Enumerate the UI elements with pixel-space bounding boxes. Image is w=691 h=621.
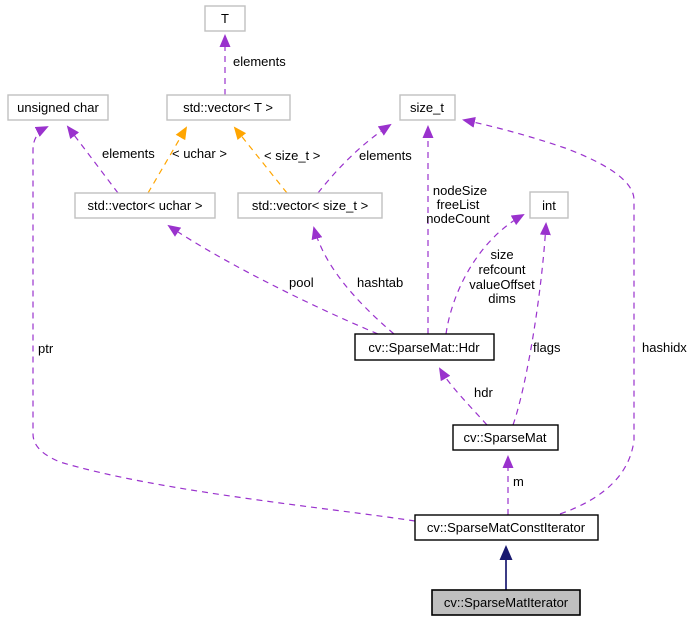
edge-elements-vectorSizeT-to-sizeT: [317, 123, 392, 194]
node-unsigned-char: unsigned char: [7, 94, 109, 121]
label-hashtab: hashtab: [357, 275, 403, 290]
node-size-t: size_t: [399, 94, 456, 121]
node-int: int: [529, 191, 569, 219]
label-elements-uchar: elements: [102, 146, 155, 161]
node-std-vector-uchar-label: std::vector< uchar >: [88, 198, 203, 213]
label-pool: pool: [289, 275, 314, 290]
node-std-vector-size-t: std::vector< size_t >: [237, 192, 383, 219]
node-std-vector-size-t-label: std::vector< size_t >: [252, 198, 368, 213]
label-m: m: [513, 474, 524, 489]
node-cv-sparsematiterator: cv::SparseMatIterator: [431, 589, 581, 616]
node-std-vector-uchar: std::vector< uchar >: [74, 192, 216, 219]
edge-template-vectorSizeT-to-vectorT: [233, 126, 288, 194]
label-refcount: refcount: [479, 262, 526, 277]
node-int-label: int: [542, 198, 556, 213]
edge-hashtab-hdr-to-vectorSizeT: [311, 226, 395, 335]
edge-elements-vectorUchar-to-unsignedChar: [66, 125, 119, 194]
label-template-uchar: < uchar >: [172, 146, 227, 161]
label-size: size: [490, 247, 513, 262]
node-size-t-label: size_t: [410, 100, 444, 115]
label-dims: dims: [488, 291, 516, 306]
node-size-t-box: [399, 94, 456, 121]
node-int-box: [529, 191, 569, 219]
label-nodesize: nodeSize: [433, 183, 487, 198]
node-cv-sparsematconstiterator[interactable]: cv::SparseMatConstIterator: [414, 514, 599, 541]
edge-pool-hdr-to-vectorUchar: [167, 224, 379, 335]
node-cv-sparsematconstiterator-label: cv::SparseMatConstIterator: [427, 520, 586, 535]
edge-hashidx-constiterator-to-sizeT: [462, 116, 635, 515]
label-template-size-t: < size_t >: [264, 148, 320, 163]
node-cv-sparsematconstiterator-box[interactable]: [414, 514, 599, 541]
node-cv-sparsemat-hdr-box[interactable]: [354, 333, 495, 361]
node-cv-sparsemat-box[interactable]: [452, 424, 559, 451]
label-elements-t: elements: [233, 54, 286, 69]
node-T-label: T: [221, 11, 229, 26]
node-unsigned-char-label: unsigned char: [17, 100, 99, 115]
label-valueoffset: valueOffset: [469, 277, 535, 292]
node-T-box: [204, 5, 246, 32]
edge-size-hdr-to-int: [445, 214, 525, 335]
label-freelist: freeList: [437, 197, 480, 212]
edge-ptr-constiterator-to-unsignedChar: [32, 126, 416, 522]
label-ptr: ptr: [38, 341, 54, 356]
node-cv-sparsemat-hdr-label: cv::SparseMat::Hdr: [368, 340, 480, 355]
node-cv-sparsematiterator-box: [431, 589, 581, 616]
node-cv-sparsemat[interactable]: cv::SparseMat: [452, 424, 559, 451]
label-nodecount: nodeCount: [426, 211, 490, 226]
label-hashidx: hashidx: [642, 340, 687, 355]
edge-template-vectorUchar-to-vectorT: [147, 126, 188, 194]
node-cv-sparsemat-label: cv::SparseMat: [463, 430, 546, 445]
node-unsigned-char-box: [7, 94, 109, 121]
node-std-vector-T-label: std::vector< T >: [183, 100, 273, 115]
node-std-vector-T: std::vector< T >: [166, 94, 291, 121]
edge-hdr-sparsemat-to-hdr: [438, 367, 488, 426]
edge-flags-sparsemat-to-int: [512, 222, 551, 426]
node-T: T: [204, 5, 246, 32]
label-hdr: hdr: [474, 385, 493, 400]
node-std-vector-uchar-box: [74, 192, 216, 219]
label-flags: flags: [533, 340, 561, 355]
node-std-vector-T-box: [166, 94, 291, 121]
node-cv-sparsemat-hdr[interactable]: cv::SparseMat::Hdr: [354, 333, 495, 361]
node-cv-sparsematiterator-label: cv::SparseMatIterator: [444, 595, 569, 610]
label-elements-size-t: elements: [359, 148, 412, 163]
node-std-vector-size-t-box: [237, 192, 383, 219]
